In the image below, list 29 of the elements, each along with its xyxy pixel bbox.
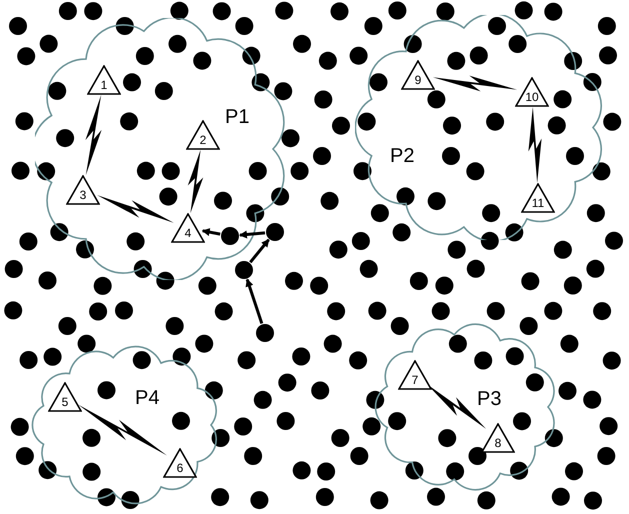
region-label: P2 <box>390 145 414 167</box>
arrow <box>249 238 270 264</box>
node-number: 5 <box>60 396 70 409</box>
dot <box>266 223 284 241</box>
node-number: 3 <box>78 189 88 202</box>
node-number: 6 <box>176 462 184 475</box>
node-number: 11 <box>530 197 546 210</box>
arrow <box>246 278 264 324</box>
node-number: 1 <box>100 79 108 92</box>
lightning-link <box>85 94 102 176</box>
lightning-link <box>78 404 167 456</box>
arrow <box>202 228 220 236</box>
node-number: 9 <box>414 74 422 87</box>
node-number: 7 <box>410 374 420 387</box>
lightning-link <box>432 76 518 92</box>
node-number: 8 <box>494 437 502 450</box>
node-number: 2 <box>198 134 208 147</box>
region-label: P1 <box>225 106 250 128</box>
dot <box>235 261 253 279</box>
region-label: P4 <box>135 387 160 409</box>
dot <box>221 227 239 245</box>
node-number: 10 <box>524 91 540 104</box>
lightning-link <box>188 150 204 214</box>
lightning-link <box>97 195 174 223</box>
arrow <box>239 230 266 238</box>
lightning-link <box>528 107 542 183</box>
node-number: 4 <box>184 227 192 240</box>
region-label: P3 <box>477 388 502 410</box>
dot <box>256 324 274 342</box>
